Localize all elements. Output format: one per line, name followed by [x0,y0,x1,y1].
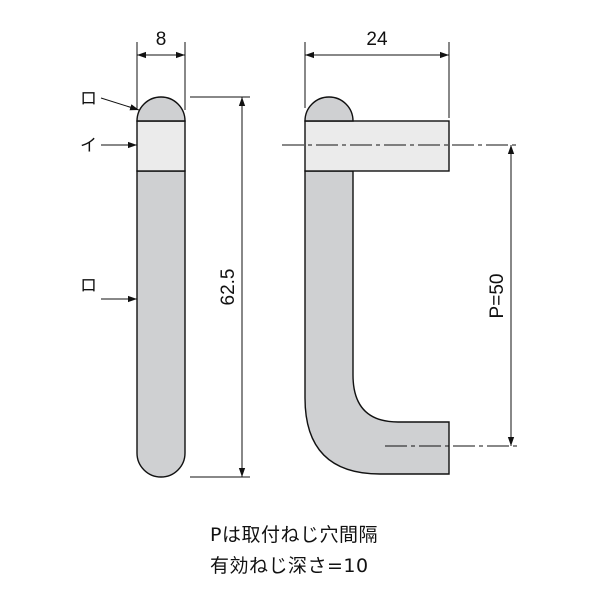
side-view-top-cap [304,96,354,122]
note-thread-depth: 有効ねじ深さ=10 [210,555,369,577]
front-view-body [136,170,186,478]
pitch-dimension-label: P=50 [487,274,508,319]
note-pitch-definition: Pは取付ねじ穴間隔 [210,524,378,546]
front-view-top-cap [136,96,186,122]
thickness-dimension-label: 8 [156,29,167,50]
side-view: 24 P=50 [282,29,520,475]
front-view-collar [136,120,186,172]
top-cap-leader [100,97,140,111]
front-view: 8 62.5 ロ イ ロ [80,29,250,478]
depth-dimension-label: 24 [366,29,388,50]
length-dimension-label: 62.5 [218,269,239,306]
top-cap-callout-label: ロ [80,89,97,109]
side-view-body [304,170,450,475]
side-view-top-arm [304,120,450,172]
body-callout-label: ロ [80,276,97,296]
collar-callout-label: イ [80,136,97,156]
